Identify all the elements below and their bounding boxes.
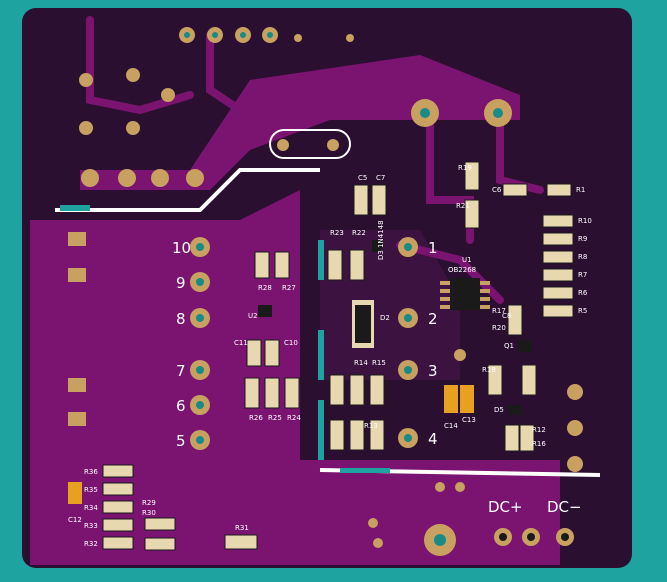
ref-c8: C8 [502, 312, 511, 320]
pin-label-6: 6 [176, 397, 186, 415]
ref-q1: Q1 [504, 342, 514, 350]
ref-r35: R35 [84, 486, 98, 494]
ref-c6: C6 [492, 186, 502, 194]
ref-r36: R36 [84, 468, 98, 476]
smd-components [102, 161, 574, 551]
diode-d2 [352, 300, 374, 348]
ref-c10: C10 [284, 339, 298, 347]
ref-r7: R7 [578, 271, 587, 279]
ref-r16: R16 [532, 440, 546, 448]
ref-u1: U1 [462, 256, 472, 264]
ref-d5: D5 [494, 406, 504, 414]
silk-edge-segments [60, 205, 390, 473]
pin-label-4: 4 [428, 430, 438, 448]
ic-u1 [440, 278, 490, 310]
copper-pour-top [80, 55, 520, 190]
ref-r33: R33 [84, 522, 98, 530]
ref-r23: R23 [330, 229, 344, 237]
pin-label-7: 7 [176, 362, 186, 380]
ref-r17: R17 [492, 307, 506, 315]
ref-r19: R19 [458, 164, 472, 172]
transistors [258, 240, 532, 415]
through-hole-pads [79, 27, 583, 556]
ref-r32: R32 [84, 540, 98, 548]
pin-label-3: 3 [428, 362, 438, 380]
ref-r1: R1 [576, 186, 585, 194]
ref-r18: R18 [482, 366, 496, 374]
ref-r28: R28 [258, 284, 272, 292]
ref-c14: C14 [444, 422, 458, 430]
ref-r30: R30 [142, 509, 156, 517]
copper-traces [86, 16, 544, 499]
pin-label-9: 9 [176, 274, 186, 292]
ref-r34: R34 [84, 504, 98, 512]
ref-r5: R5 [578, 307, 587, 315]
ref-r21: R21 [456, 202, 470, 210]
left-connector-slots [68, 232, 86, 426]
pin-label-2: 2 [428, 310, 438, 328]
ref-r14: R14 [354, 359, 368, 367]
ref-d3: D3 1N4148 [377, 220, 385, 260]
ref-r22: R22 [352, 229, 366, 237]
tantalum-caps [68, 385, 474, 504]
dc-plus-label: DC+ [488, 498, 523, 516]
ref-r15: R15 [372, 359, 386, 367]
ref-r25: R25 [268, 414, 282, 422]
ref-r8: R8 [578, 253, 587, 261]
ref-r20: R20 [492, 324, 506, 332]
pin-label-10: 10 [172, 239, 191, 257]
ref-r27: R27 [282, 284, 296, 292]
ref-r6: R6 [578, 289, 588, 297]
ref-u1-part: OB2268 [448, 266, 476, 274]
ref-c12: C12 [68, 516, 82, 524]
ref-r9: R9 [578, 235, 587, 243]
ref-r29: R29 [142, 499, 156, 507]
pin-label-1: 1 [428, 239, 438, 257]
ref-d2: D2 [380, 314, 390, 322]
ref-r10: R10 [578, 217, 592, 225]
pin-label-5: 5 [176, 432, 186, 450]
ref-c7: C7 [376, 174, 385, 182]
ref-c13: C13 [462, 416, 476, 424]
ref-u2: U2 [248, 312, 258, 320]
pin-label-8: 8 [176, 310, 186, 328]
ref-c5: C5 [358, 174, 367, 182]
ref-r13: R13 [364, 422, 378, 430]
ref-c11: C11 [234, 339, 248, 347]
dc-minus-label: DC− [547, 498, 582, 516]
ref-r12: R12 [532, 426, 546, 434]
ref-r26: R26 [249, 414, 263, 422]
ref-r31: R31 [235, 524, 249, 532]
ref-r24: R24 [287, 414, 301, 422]
